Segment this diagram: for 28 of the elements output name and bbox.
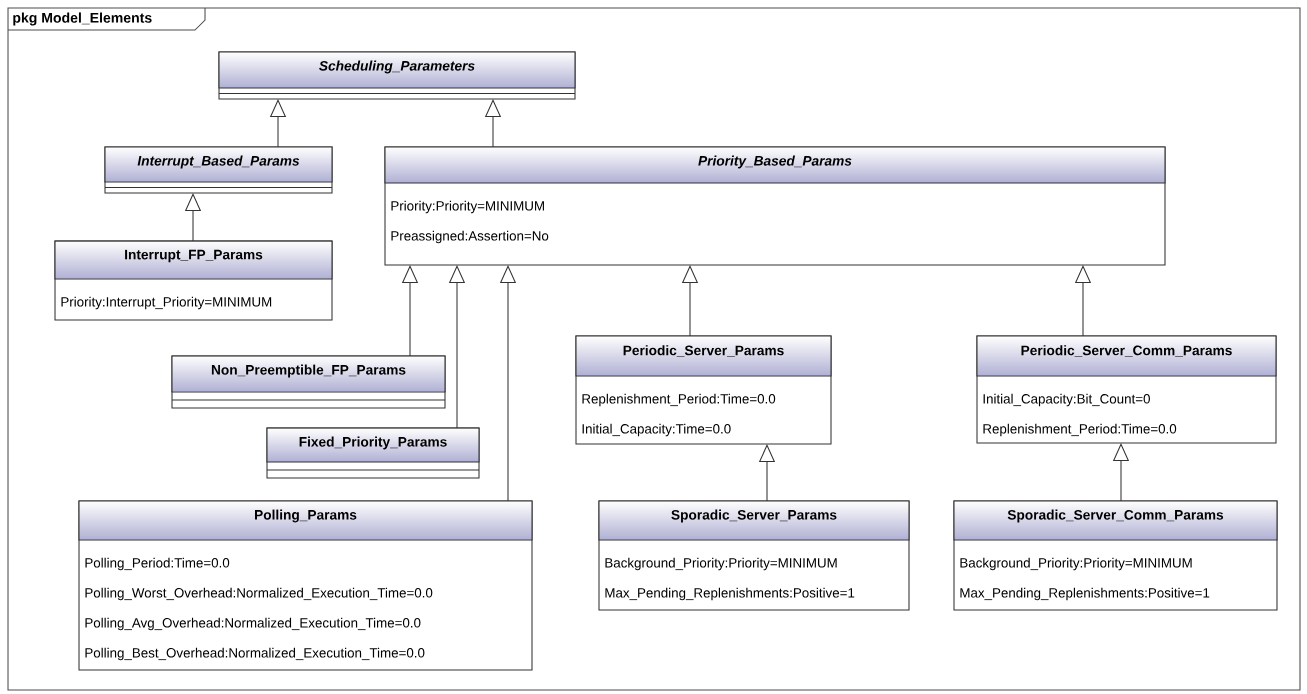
attribute: Priority:Priority=MINIMUM: [391, 200, 544, 214]
class-name: Polling_Params: [255, 509, 357, 523]
attribute: Background_Priority:Priority=MINIMUM: [605, 557, 837, 571]
attribute: Initial_Capacity:Time=0.0: [582, 423, 731, 437]
package-frame: [7, 7, 1301, 691]
class-name: Interrupt_FP_Params: [125, 249, 263, 263]
package-label: pkg Model_Elements: [13, 12, 152, 26]
attribute: Polling_Worst_Overhead:Normalized_Execution_Time=0.0: [85, 587, 433, 601]
class-name: Non_Preemptible_FP_Params: [211, 364, 406, 378]
class-name: Periodic_Server_Params: [623, 345, 784, 357]
class-name: Scheduling_Parameters: [319, 60, 475, 74]
class-name: Sporadic_Server_Comm_Params: [1007, 509, 1224, 523]
class-name: Sporadic_Server_Params: [671, 509, 837, 523]
attribute: Replenishment_Period:Time=0.0: [582, 393, 776, 407]
attribute: Replenishment_Period:Time=0.0: [983, 423, 1177, 437]
attribute: Polling_Avg_Overhead:Normalized_Execution_Time=0.0: [85, 617, 421, 631]
attribute: Priority:Interrupt_Priority=MINIMUM: [61, 296, 272, 310]
attribute: Max_Pending_Replenishments:Positive=1: [960, 587, 1210, 601]
class-name: Fixed_Priority_Params: [299, 436, 447, 450]
attribute: Preassigned:Assertion=No: [391, 230, 549, 244]
attribute: Initial_Capacity:Bit_Count=0: [983, 393, 1150, 407]
attribute: Polling_Period:Time=0.0: [85, 557, 230, 571]
class-name: Periodic_Server_Comm_Params: [1021, 345, 1232, 357]
attribute: Polling_Best_Overhead:Normalized_Execution_Time=0.0: [85, 647, 425, 661]
attribute: Max_Pending_Replenishments:Positive=1: [605, 587, 855, 601]
attribute: Background_Priority:Priority=MINIMUM: [960, 557, 1192, 571]
class-name: Priority_Based_Params: [698, 155, 852, 169]
class-name: Interrupt_Based_Params: [137, 155, 300, 169]
